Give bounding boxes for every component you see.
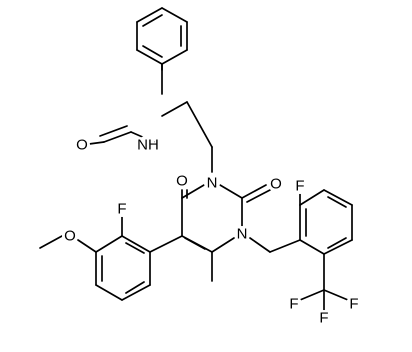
bond bbox=[99, 125, 128, 137]
atom-label-aryl-fluorine: F bbox=[117, 201, 126, 218]
label-backdrop bbox=[204, 175, 220, 191]
bond bbox=[125, 242, 145, 254]
bond bbox=[181, 184, 205, 199]
bond bbox=[161, 101, 188, 117]
label-backdrop bbox=[234, 226, 250, 242]
label-backdrop bbox=[268, 176, 284, 192]
bond bbox=[299, 289, 325, 301]
atom-label-amide-hydrogen: H bbox=[148, 137, 159, 154]
bond bbox=[125, 281, 145, 294]
bond bbox=[219, 184, 243, 199]
label-backdrop bbox=[114, 201, 130, 217]
bond bbox=[269, 239, 301, 253]
atom-label-ring-c4-oxygen: O bbox=[176, 173, 188, 190]
atom-label-cf3-f-bottom: F bbox=[319, 310, 328, 327]
bond bbox=[327, 196, 347, 208]
bond bbox=[149, 235, 183, 253]
bond bbox=[142, 45, 163, 58]
bond bbox=[299, 189, 325, 206]
bond bbox=[95, 235, 123, 253]
bond bbox=[161, 49, 188, 65]
label-backdrop bbox=[286, 296, 302, 312]
bond bbox=[39, 235, 63, 249]
atom-labels: O N H N N O O F O F F F F bbox=[62, 136, 362, 327]
bond bbox=[186, 101, 213, 148]
bond bbox=[95, 284, 123, 301]
atom-label-methoxy-oxygen: O bbox=[64, 228, 76, 245]
bond bbox=[184, 237, 206, 250]
bonds bbox=[39, 7, 353, 311]
label-backdrop bbox=[174, 173, 190, 189]
bond bbox=[88, 141, 105, 145]
bond bbox=[323, 239, 353, 255]
atom-label-ring-c2-oxygen: O bbox=[270, 176, 282, 193]
atom-label-amide-nitrogen: N bbox=[137, 137, 148, 154]
atom-label-benzyl-fluorine: F bbox=[295, 178, 304, 195]
bond bbox=[142, 14, 163, 27]
atom-label-ring-n1: N bbox=[207, 175, 218, 192]
label-backdrop bbox=[74, 137, 90, 153]
label-backdrop bbox=[346, 296, 362, 312]
atom-label-formyl-oxygen: O bbox=[76, 137, 88, 154]
bond bbox=[323, 289, 349, 301]
bond bbox=[121, 235, 151, 253]
bond bbox=[323, 189, 353, 206]
atom-label-cf3-f-left: F bbox=[289, 296, 298, 313]
atom-label-cf3-f-right: F bbox=[349, 296, 358, 313]
bond bbox=[161, 7, 188, 23]
bond bbox=[327, 237, 347, 249]
bond bbox=[77, 239, 97, 253]
label-backdrop bbox=[316, 310, 332, 326]
bond bbox=[103, 131, 132, 143]
label-backdrop bbox=[292, 178, 308, 194]
label-backdrop bbox=[137, 136, 155, 154]
bond bbox=[241, 184, 267, 199]
bond bbox=[211, 237, 235, 253]
bond bbox=[136, 49, 163, 65]
bond bbox=[136, 7, 163, 23]
bond bbox=[249, 237, 271, 253]
bond bbox=[246, 189, 271, 203]
label-backdrop bbox=[62, 228, 78, 244]
bond bbox=[299, 239, 325, 255]
atom-label-ring-n3: N bbox=[237, 226, 248, 243]
bond bbox=[121, 284, 151, 301]
